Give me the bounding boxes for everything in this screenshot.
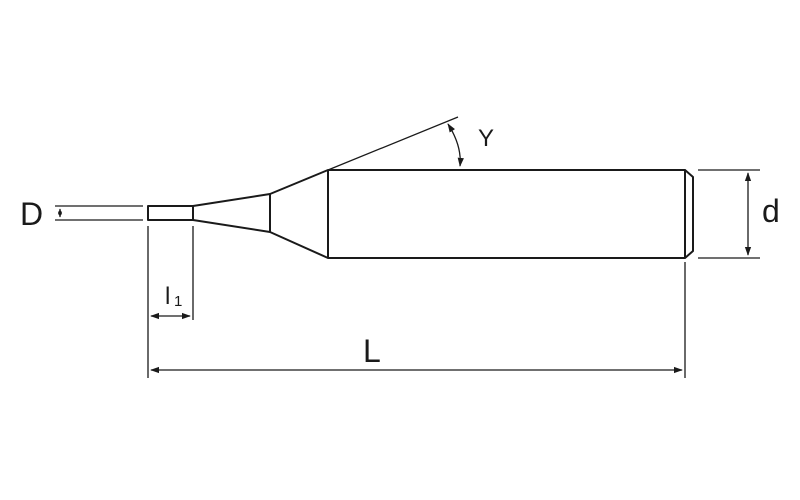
- cutting-tip: [147, 205, 194, 221]
- angle-reference-line: [327, 116, 459, 171]
- neck-taper: [192, 193, 271, 233]
- tool-outline: [147, 169, 694, 259]
- dimension-D: [55, 205, 143, 221]
- dimension-angle: [327, 116, 464, 171]
- dimension-l1: [147, 226, 194, 378]
- shank-cone: [269, 169, 329, 259]
- angle-arc: [447, 123, 464, 167]
- label-d: d: [762, 193, 780, 229]
- dimension-d: [698, 169, 760, 259]
- label-D: D: [20, 196, 43, 232]
- label-l1-subscript: 1: [174, 293, 182, 310]
- label-L: L: [363, 333, 381, 369]
- label-l1: l: [165, 283, 170, 310]
- shank-chamfer: [684, 169, 694, 259]
- shank-body: [328, 169, 686, 259]
- dimension-L: [150, 262, 686, 378]
- label-angle: Y: [478, 125, 494, 152]
